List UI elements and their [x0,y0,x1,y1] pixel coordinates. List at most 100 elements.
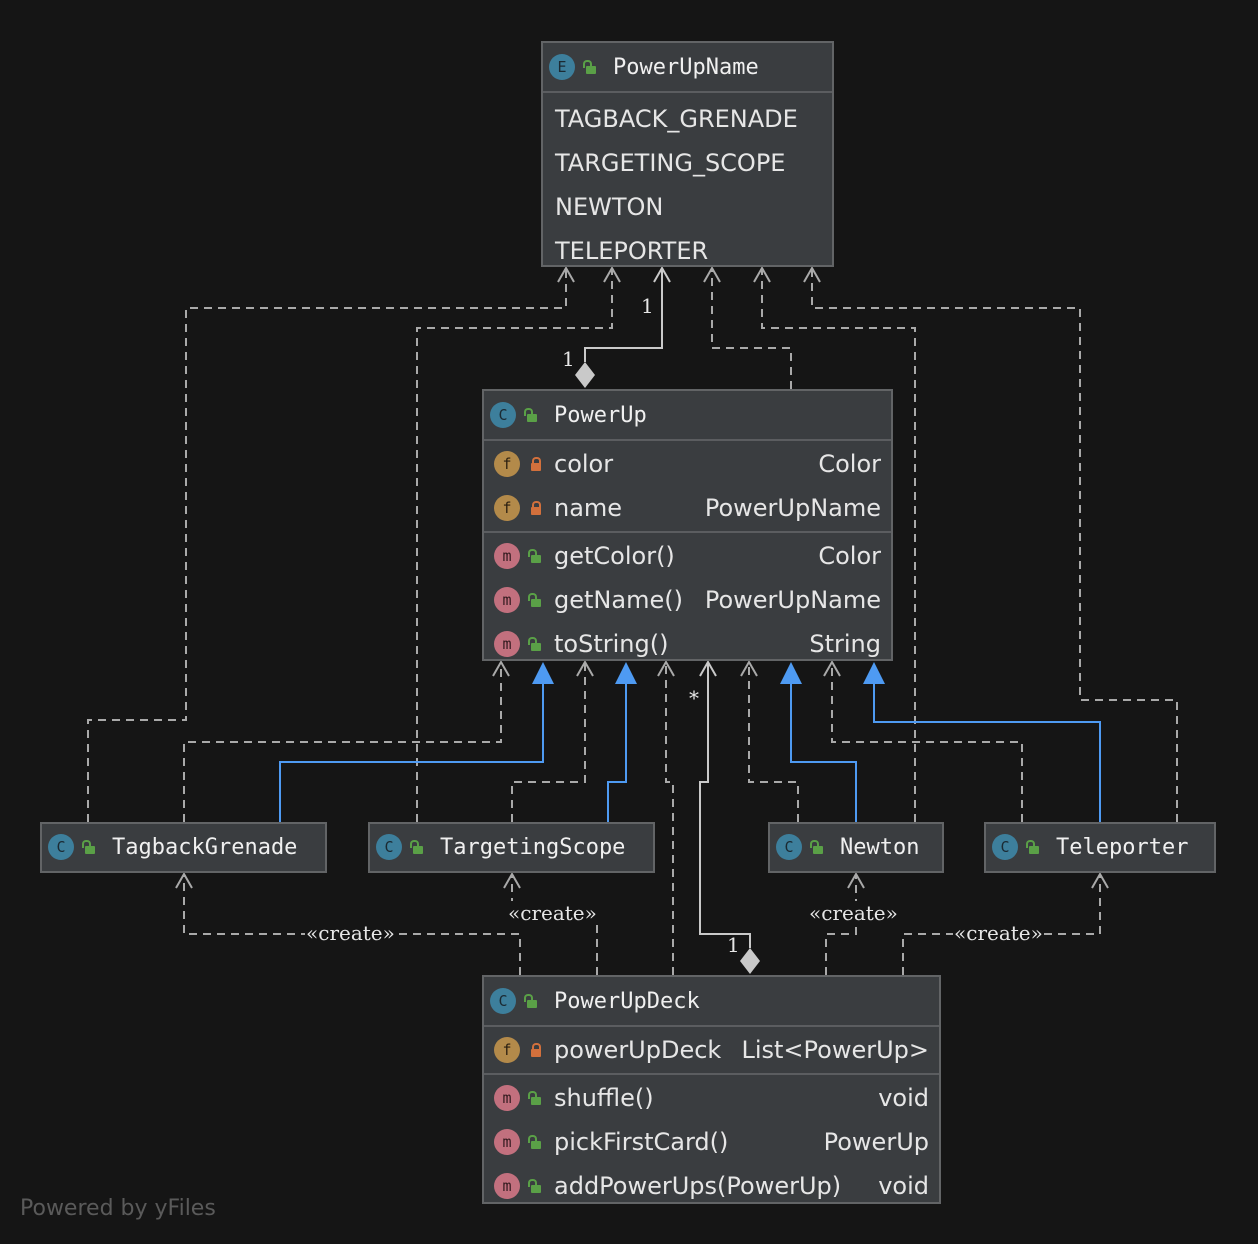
association-arrowhead [699,659,717,677]
node-powerupdeck[interactable]: C PowerUpDeck f powerUpDeck List<PowerUp… [482,975,941,1204]
class-icon: C [48,834,74,860]
dependency-arrowhead [657,659,675,677]
private-lock-icon [530,1043,542,1057]
method-name: toString() [554,630,669,658]
create-stereotype-label: «create» [953,921,1044,945]
public-lock-icon [528,637,542,651]
multiplicity-label: * [689,686,699,710]
field-icon: f [494,1037,520,1063]
public-lock-icon [524,994,538,1008]
method-icon: m [494,587,520,613]
dependency-edge [183,662,502,822]
class-icon: C [490,988,516,1014]
multiplicity-label: 1 [562,347,575,371]
dependency-arrowhead [753,265,771,283]
create-stereotype-label: «create» [305,921,396,945]
methods-section: m getColor() Color m getName() PowerUpNa… [484,533,891,667]
inheritance-edge [790,684,857,822]
enum-icon: E [549,54,575,80]
method-icon: m [494,543,520,569]
create-arrowhead [847,871,865,889]
inheritance-triangle [615,662,637,684]
inheritance-edge [279,684,544,822]
node-title: PowerUp [554,402,647,428]
public-lock-icon [528,549,542,563]
fields-section: f color Color f name PowerUpName [484,441,891,533]
composition-edge [699,662,751,948]
node-powerup[interactable]: C PowerUp f color Color f name PowerUpNa… [482,389,893,661]
field-icon: f [494,495,520,521]
field-icon: f [494,451,520,477]
methods-section: m shuffle() void m pickFirstCard() Power… [484,1075,939,1209]
node-teleporter[interactable]: C Teleporter [984,822,1216,873]
method-return-type: void [878,1172,929,1200]
method-return-type: String [809,630,881,658]
public-lock-icon [528,1135,542,1149]
node-targetingscope[interactable]: C TargetingScope [368,822,655,873]
dependency-arrowhead [492,659,510,677]
inheritance-triangle [532,662,554,684]
multiplicity-label: 1 [641,294,654,318]
dependency-edge [831,662,1023,822]
node-header: C Teleporter [986,824,1214,870]
node-header: E PowerUpName [543,43,832,93]
node-title: PowerUpName [613,54,759,80]
composition-diamond [740,948,760,974]
method-return-type: Color [818,542,881,570]
association-arrowhead [653,265,671,283]
private-lock-icon [530,501,542,515]
dependency-arrowhead [603,265,621,283]
node-header: C PowerUp [484,391,891,441]
enum-constant: TELEPORTER [555,237,709,265]
class-icon: C [490,402,516,428]
method-icon: m [494,1085,520,1111]
node-header: C Newton [770,824,942,870]
dependency-edge [811,268,1178,822]
field-name: color [554,450,614,478]
dependency-arrowhead [576,659,594,677]
node-header: C PowerUpDeck [484,977,939,1027]
composition-diamond [575,362,595,388]
enum-constant: TARGETING_SCOPE [555,149,786,177]
dependency-edge [748,662,799,822]
dependency-edge [416,268,613,822]
node-title: Teleporter [1056,834,1189,860]
dependency-edge [761,268,916,822]
method-row: m getName() PowerUpName [484,578,891,622]
method-return-type: PowerUpName [704,586,881,614]
inheritance-triangle [863,662,885,684]
create-stereotype-label: «create» [808,901,899,925]
create-stereotype-label: «create» [507,901,598,925]
method-return-type: void [878,1084,929,1112]
field-type: PowerUpName [704,494,881,522]
create-arrowhead [175,871,193,889]
class-icon: C [992,834,1018,860]
dependency-arrowhead [823,659,841,677]
enum-constant: NEWTON [555,193,664,221]
public-lock-icon [528,593,542,607]
method-name: addPowerUps(PowerUp) [554,1172,842,1200]
method-row: m toString() String [484,622,891,666]
inheritance-edge [873,684,1101,822]
public-lock-icon [82,840,96,854]
create-edge [902,874,1101,975]
enum-constant: TAGBACK_GRENADE [555,105,798,133]
method-icon: m [494,631,520,657]
public-lock-icon [410,840,424,854]
method-name: shuffle() [554,1084,654,1112]
composition-edge [584,268,663,362]
dependency-edge [511,662,586,822]
inheritance-triangle [780,662,802,684]
dependency-arrowhead [703,265,721,283]
node-powerupname[interactable]: E PowerUpName TAGBACK_GRENADE TARGETING_… [541,41,834,267]
node-tagbackgrenade[interactable]: C TagbackGrenade [40,822,327,873]
dependency-arrowhead [557,265,575,283]
public-lock-icon [528,1179,542,1193]
enum-constants: TAGBACK_GRENADE TARGETING_SCOPE NEWTON T… [543,93,832,277]
field-name: powerUpDeck [554,1036,722,1064]
node-header: C TagbackGrenade [42,824,325,870]
node-newton[interactable]: C Newton [768,822,944,873]
dependency-arrowhead [803,265,821,283]
node-header: C TargetingScope [370,824,653,870]
